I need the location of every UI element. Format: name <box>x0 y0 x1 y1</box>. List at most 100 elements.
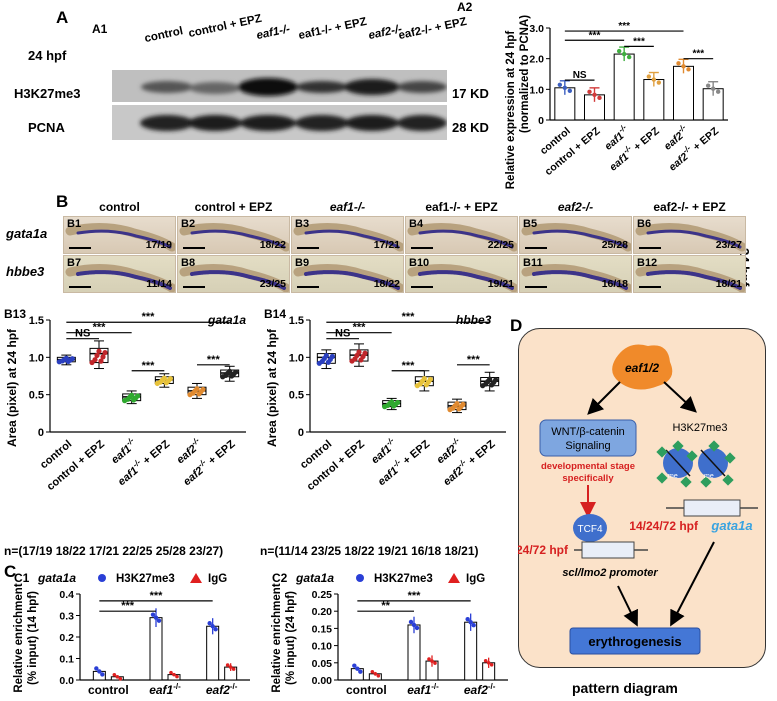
bar-h3k27me3 <box>464 621 478 681</box>
pattern-diagram: eaf1/2 WNT/β-catenin Signaling developme… <box>518 344 758 655</box>
category-label: control + EPZ <box>305 438 367 493</box>
data-point <box>228 665 233 669</box>
legend-igg: IgG <box>466 573 485 585</box>
b-header-6: eaf2-/- + EPZ <box>653 200 726 214</box>
d-eaf: eaf1/2 <box>625 361 659 375</box>
embryo-tile-b4: B4 22/25 <box>405 216 518 254</box>
data-point <box>223 372 229 379</box>
data-point <box>621 51 627 57</box>
panel-a2-label: A2 <box>457 0 473 14</box>
b13-n-values: n=(17/19 18/22 17/21 22/25 25/28 23/27) <box>4 544 224 558</box>
data-point <box>430 659 434 663</box>
d-tcf4: TCF4 <box>578 524 603 535</box>
data-point <box>450 405 456 411</box>
tile-fraction: 25/28 <box>601 239 628 251</box>
legend-dot-h3k27me3 <box>98 574 106 582</box>
y-tick-label: 0.05 <box>312 658 333 670</box>
nucleosomes: me me <box>656 440 736 488</box>
d-dev1: developmental stage <box>541 461 635 472</box>
data-point <box>656 80 662 85</box>
data-point <box>456 406 462 412</box>
data-point <box>207 621 212 626</box>
legend-triangle-igg <box>190 573 202 583</box>
y-tick-label: 0.5 <box>29 390 44 402</box>
y-axis-label: Area (pixel) at 24 hpf <box>265 328 279 447</box>
y-tick-label: 0.1 <box>59 654 74 666</box>
scale-bar <box>411 286 433 288</box>
data-point <box>355 666 360 671</box>
category-label: eaf1-/- + EPZ <box>374 436 433 489</box>
significance-label: *** <box>402 311 416 323</box>
b-header-5: eaf2-/- <box>557 200 594 214</box>
significance-label: *** <box>408 590 422 602</box>
data-point <box>483 659 488 663</box>
legend-triangle-igg <box>448 573 460 583</box>
embryo-staining <box>532 229 628 249</box>
tile-id: B4 <box>409 218 424 230</box>
significance-label: *** <box>633 36 645 47</box>
y-tick-label: 0.10 <box>312 641 333 653</box>
category-label: eaf2-/- <box>464 682 496 697</box>
data-point <box>100 672 105 677</box>
category-label: control <box>88 683 129 697</box>
data-point <box>163 380 169 386</box>
data-point <box>196 391 202 397</box>
data-point <box>169 670 173 675</box>
data-point <box>411 622 417 628</box>
d-t2: 14/24/72 hpf <box>629 519 699 533</box>
d-t1: 24/72 hpf <box>518 543 569 557</box>
panel-c-label: C <box>4 562 17 581</box>
data-point <box>489 382 495 388</box>
scale-bar <box>639 247 661 249</box>
data-point <box>231 667 236 671</box>
y-tick-label: 0.20 <box>312 606 333 618</box>
y-axis-label: Relative enrichment <box>271 583 283 692</box>
significance-label: *** <box>692 49 704 60</box>
data-point <box>373 672 378 676</box>
embryo-staining <box>646 270 742 290</box>
data-point <box>567 88 573 94</box>
data-point <box>157 379 163 385</box>
data-point <box>385 402 391 409</box>
b-header-3: eaf1-/- <box>329 200 366 214</box>
category-label: eaf1-/- <box>149 682 181 697</box>
y-tick-label: 1.5 <box>289 315 304 327</box>
category-label: eaf2-/- <box>206 682 238 697</box>
data-point <box>370 670 375 674</box>
embryo-staining <box>190 270 286 290</box>
significance-label: NS <box>75 328 90 340</box>
data-point <box>131 397 137 403</box>
category-label: eaf1-/- + EPZ <box>114 436 173 489</box>
panel-a1-label: A1 <box>92 22 108 36</box>
data-point <box>96 348 102 354</box>
bar-4 <box>673 65 694 121</box>
data-point <box>94 352 100 359</box>
significance-label: *** <box>142 360 156 372</box>
data-point <box>408 619 414 625</box>
data-point <box>210 624 215 629</box>
blot-lane-1: control <box>143 25 185 45</box>
tile-fraction: 17/19 <box>145 239 172 251</box>
y-axis-label: Area (pixel) at 24 hpf <box>5 328 19 447</box>
panel-b-label: B <box>56 192 69 211</box>
data-point <box>118 676 123 681</box>
data-point <box>358 357 364 363</box>
y-tick-label: 1.0 <box>529 84 544 96</box>
y-tick-label: 1.0 <box>29 352 44 364</box>
y-tick-label: 0.25 <box>312 589 333 601</box>
tile-fraction: 11/14 <box>146 278 172 290</box>
chip-gene: gata1a <box>295 571 334 585</box>
data-point <box>352 356 358 362</box>
data-point <box>97 669 102 674</box>
data-point <box>115 674 120 679</box>
tile-fraction: 22/25 <box>487 239 514 251</box>
significance-label: *** <box>207 354 221 366</box>
b-row-hbbe3: hbbe3 <box>6 264 45 279</box>
y-tick-label: 1.0 <box>289 352 304 364</box>
